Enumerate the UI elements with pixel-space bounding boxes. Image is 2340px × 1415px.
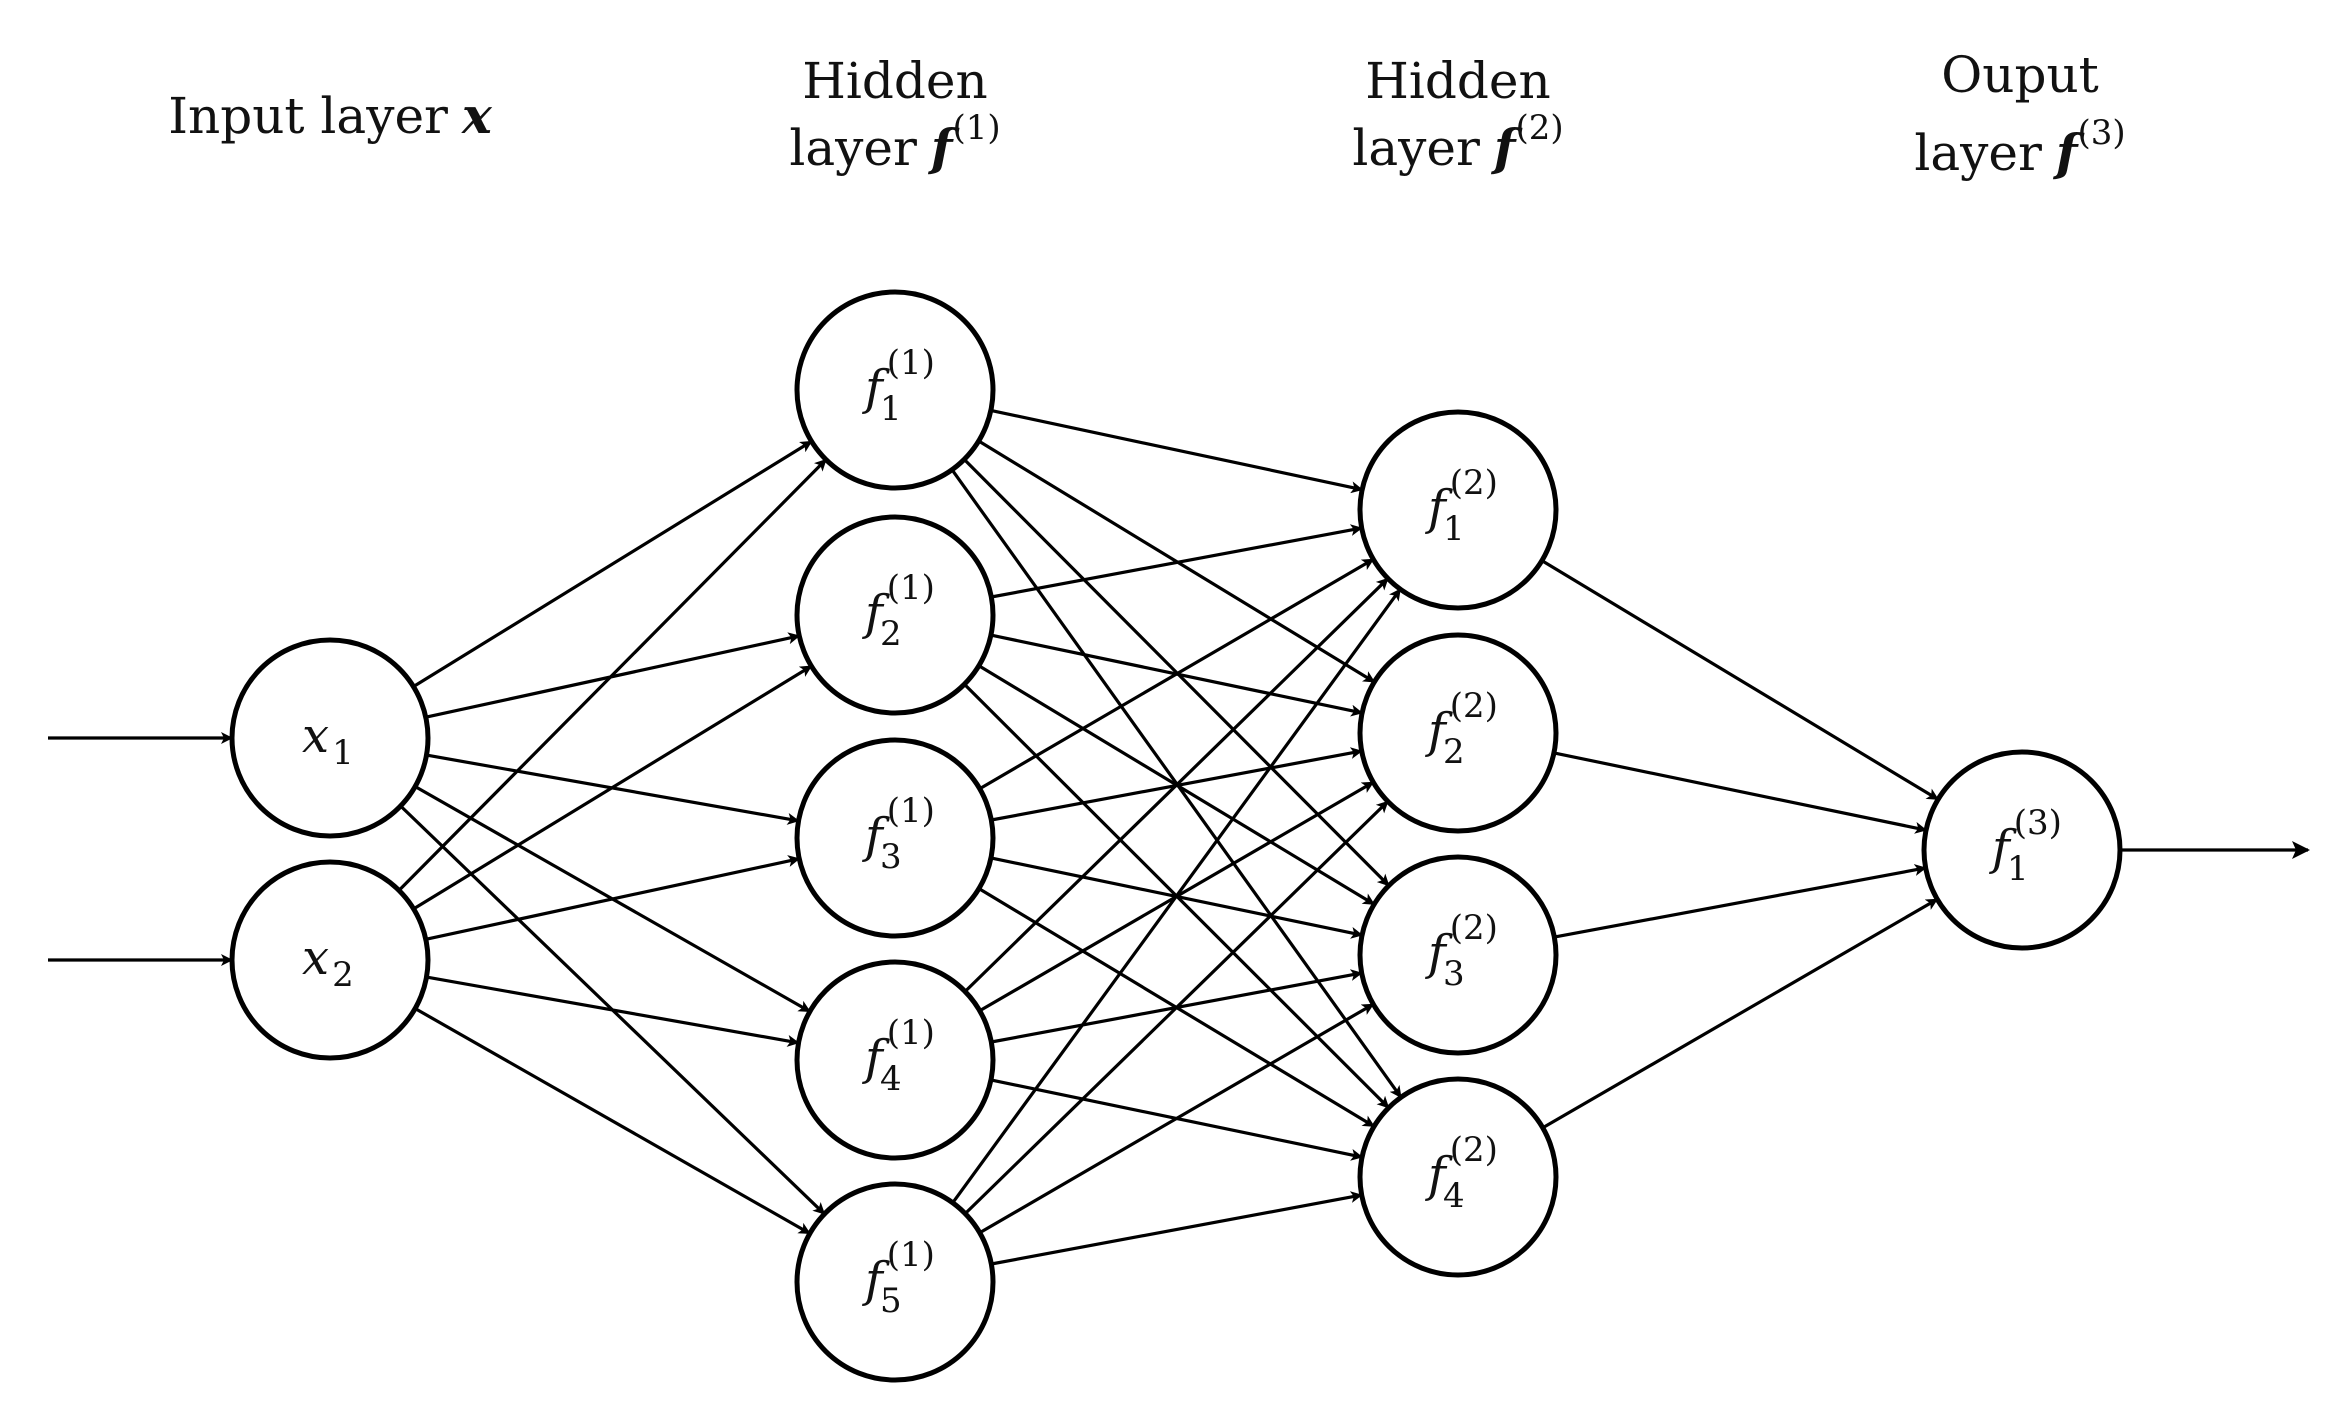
hidden-layer-2-title-line1: Hidden	[1365, 52, 1550, 110]
node-hidden2-4: f(2)4	[1357, 1076, 1559, 1278]
node-circle	[1357, 854, 1559, 1056]
edge-hidden1-5-to-hidden2-1	[951, 588, 1401, 1204]
node-hidden2-3: f(2)3	[1357, 854, 1559, 1056]
node-label: x1	[302, 708, 354, 773]
edge-input-2-to-hidden1-5	[414, 1007, 811, 1235]
node-hidden1-2: f(1)2	[794, 514, 996, 716]
edge-hidden1-5-to-hidden2-2	[964, 800, 1389, 1215]
output-layer-title-line1: Ouput	[1941, 46, 2099, 104]
network-nodes: x1x2f(1)1f(1)2f(1)3f(1)4f(1)5f(2)1f(2)2f…	[229, 289, 2123, 1383]
node-label: f(1)3	[862, 791, 935, 877]
node-circle	[794, 514, 996, 716]
node-circle	[1357, 632, 1559, 834]
connection-edges	[397, 408, 1939, 1266]
node-label: f(2)1	[1425, 463, 1498, 549]
edge-hidden1-1-to-hidden2-1	[990, 408, 1364, 494]
node-circle	[794, 959, 996, 1161]
node-hidden1-5: f(1)5	[794, 1181, 996, 1383]
hidden-layer-1-title-line1: Hidden	[802, 52, 987, 110]
node-label: x2	[302, 930, 354, 995]
node-circle	[229, 637, 431, 839]
node-hidden2-2: f(2)2	[1357, 632, 1559, 834]
edge-hidden1-1-to-hidden2-3	[963, 458, 1390, 887]
node-circle	[794, 737, 996, 939]
edge-input-1-to-hidden1-1	[412, 440, 813, 688]
node-hidden1-1: f(1)1	[794, 289, 996, 491]
node-hidden1-4: f(1)4	[794, 959, 996, 1161]
node-output-1: f(3)1	[1921, 749, 2123, 951]
node-label: f(1)5	[862, 1235, 935, 1321]
node-circle	[794, 1181, 996, 1383]
edge-input-2-to-hidden1-4	[426, 975, 800, 1047]
edge-input-2-to-hidden1-3	[425, 855, 801, 941]
edge-hidden2-3-to-output-1	[1554, 864, 1927, 939]
edge-hidden2-4-to-output-1	[1541, 898, 1939, 1130]
edge-hidden1-3-to-hidden2-1	[978, 558, 1375, 791]
node-circle	[1357, 409, 1559, 611]
edge-hidden2-1-to-output-1	[1541, 559, 1939, 801]
edge-hidden2-2-to-output-1	[1553, 751, 1928, 834]
node-input-2: x2	[229, 859, 431, 1061]
edge-input-2-to-hidden1-2	[412, 665, 813, 911]
edge-hidden1-4-to-hidden2-1	[963, 577, 1389, 993]
node-circle	[1357, 1076, 1559, 1278]
edge-hidden1-5-to-hidden2-3	[978, 1003, 1375, 1235]
node-circle	[229, 859, 431, 1061]
edge-input-2-to-hidden1-1	[397, 458, 827, 892]
io-arrows	[48, 732, 2310, 966]
edge-hidden1-2-to-hidden2-1	[991, 524, 1363, 599]
node-hidden2-1: f(2)1	[1357, 409, 1559, 611]
node-circle	[1921, 749, 2123, 951]
node-hidden1-3: f(1)3	[794, 737, 996, 939]
node-input-1: x1	[229, 637, 431, 839]
node-circle	[794, 289, 996, 491]
edge-hidden1-5-to-hidden2-4	[991, 1191, 1363, 1266]
